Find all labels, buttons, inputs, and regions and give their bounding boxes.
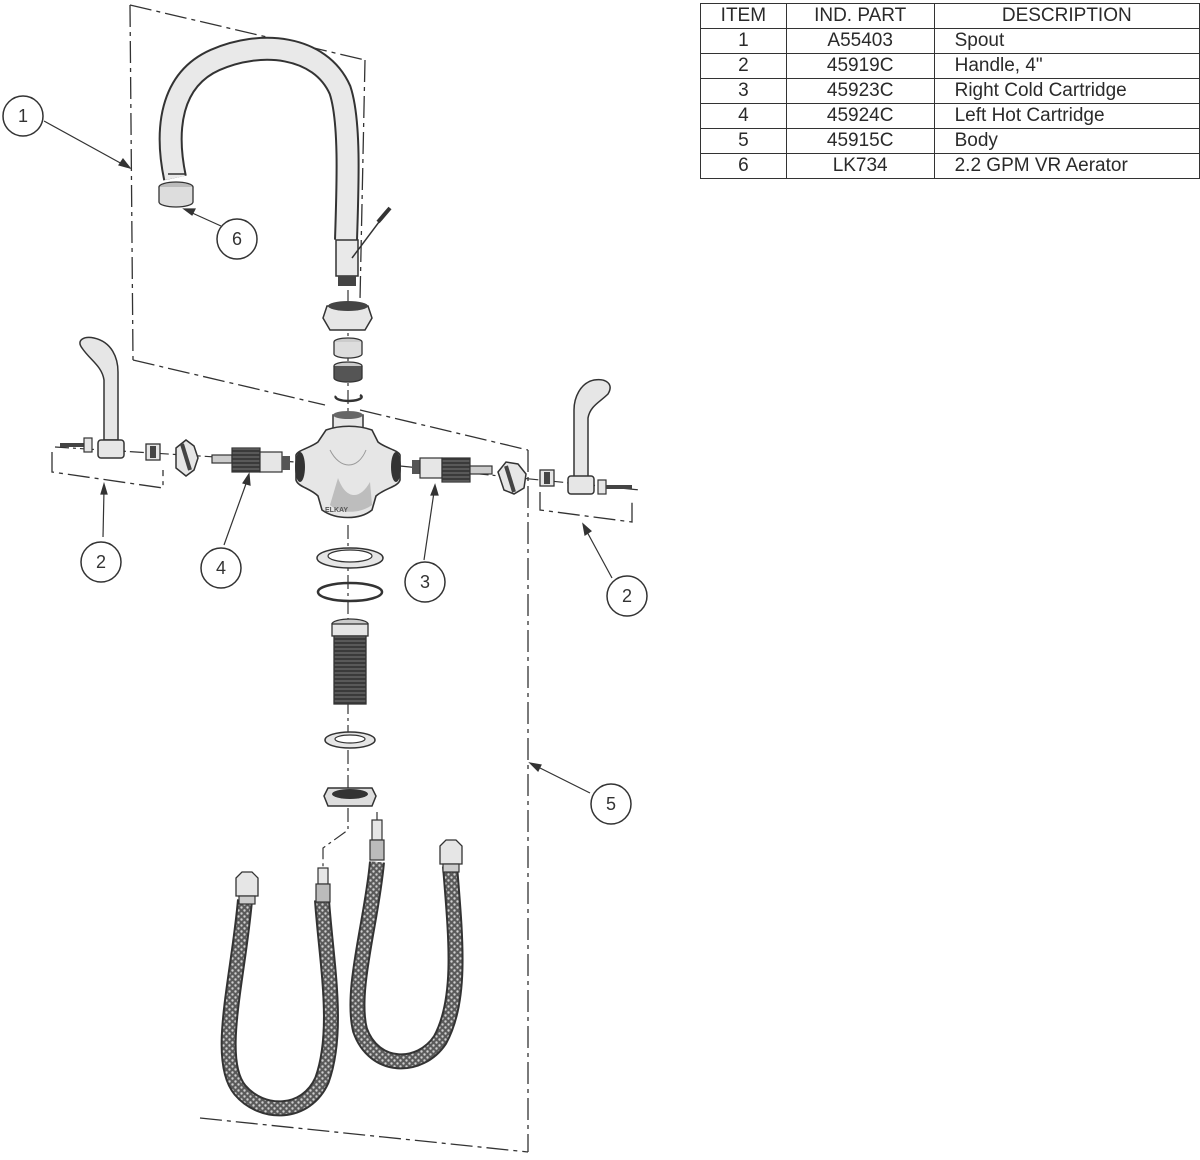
cell-item: 2 bbox=[700, 53, 787, 79]
cell-part: 45923C bbox=[785, 78, 935, 104]
cell-item: 4 bbox=[700, 103, 787, 129]
mounting-nut bbox=[323, 787, 377, 807]
leader-lines bbox=[43, 120, 613, 794]
threaded-shank bbox=[331, 618, 369, 705]
callout-number: 2 bbox=[96, 552, 106, 572]
callout-handle-right: 2 bbox=[606, 575, 648, 617]
cell-part: 45919C bbox=[785, 53, 935, 79]
parts-table-header: ITEM IND. PART DESCRIPTION bbox=[700, 3, 1200, 29]
left-handle-screw bbox=[60, 437, 93, 453]
callout-number: 3 bbox=[420, 572, 430, 592]
cell-item: 5 bbox=[700, 128, 787, 154]
body-logo: ELKAY bbox=[325, 507, 348, 514]
supply-hose-left bbox=[220, 867, 339, 1117]
gasket-ring-upper bbox=[316, 547, 384, 569]
cell-item: 1 bbox=[700, 28, 787, 54]
cell-part: 45924C bbox=[785, 103, 935, 129]
cell-part: 45915C bbox=[785, 128, 935, 154]
callout-hot-cartridge: 4 bbox=[200, 547, 242, 589]
right-handle-screw bbox=[597, 479, 632, 495]
left-bonnet bbox=[175, 439, 199, 477]
callout-spout: 1 bbox=[2, 95, 44, 137]
callout-body: 5 bbox=[590, 783, 632, 825]
aerator bbox=[158, 181, 194, 208]
header-item: ITEM bbox=[700, 3, 787, 29]
table-row: 3 45923C Right Cold Cartridge bbox=[700, 78, 1200, 104]
body-boundary-lines bbox=[199, 409, 529, 1153]
callout-cold-cartridge: 3 bbox=[404, 561, 446, 603]
table-row: 2 45919C Handle, 4" bbox=[700, 53, 1200, 79]
spout-set-screw bbox=[351, 206, 392, 259]
right-handle-bracket bbox=[539, 492, 633, 523]
retaining-clip bbox=[334, 393, 363, 403]
cell-part: A55403 bbox=[785, 28, 935, 54]
table-row: 6 LK734 2.2 GPM VR Aerator bbox=[700, 153, 1200, 179]
header-description: DESCRIPTION bbox=[933, 3, 1200, 29]
table-row: 1 A55403 Spout bbox=[700, 28, 1200, 54]
parts-table: ITEM IND. PART DESCRIPTION 1 A55403 Spou… bbox=[700, 3, 1200, 179]
hot-cartridge bbox=[211, 447, 290, 473]
callout-number: 6 bbox=[232, 229, 242, 249]
spout-boundary-lines bbox=[129, 4, 366, 406]
cell-description: Right Cold Cartridge bbox=[933, 78, 1200, 104]
right-handle bbox=[567, 378, 611, 495]
washer bbox=[324, 731, 376, 749]
spout-nut bbox=[322, 301, 373, 331]
cell-part: LK734 bbox=[785, 153, 935, 179]
header-part: IND. PART bbox=[785, 3, 935, 29]
spout bbox=[158, 36, 360, 286]
faucet-body: ELKAY bbox=[295, 411, 401, 519]
table-row: 4 45924C Left Hot Cartridge bbox=[700, 103, 1200, 129]
cell-item: 3 bbox=[700, 78, 787, 104]
cell-description: 2.2 GPM VR Aerator bbox=[933, 153, 1200, 179]
table-row: 5 45915C Body bbox=[700, 128, 1200, 154]
spout-o-ring-pack bbox=[333, 361, 363, 383]
left-handle-bracket bbox=[51, 452, 164, 489]
right-handle-adapter bbox=[539, 469, 555, 487]
callout-aerator: 6 bbox=[216, 218, 258, 260]
cell-description: Handle, 4" bbox=[933, 53, 1200, 79]
cell-description: Spout bbox=[933, 28, 1200, 54]
spout-bushing bbox=[333, 337, 363, 359]
callout-number: 5 bbox=[606, 794, 616, 814]
cell-description: Left Hot Cartridge bbox=[933, 103, 1200, 129]
callout-number: 1 bbox=[18, 106, 28, 126]
callout-handle-left: 2 bbox=[80, 541, 122, 583]
callout-number: 2 bbox=[622, 586, 632, 606]
supply-hose-right bbox=[349, 819, 464, 1070]
left-handle-adapter bbox=[145, 443, 161, 461]
o-ring bbox=[316, 581, 384, 603]
callout-number: 4 bbox=[216, 558, 226, 578]
cold-cartridge bbox=[412, 457, 493, 483]
right-bonnet bbox=[497, 461, 527, 495]
cell-item: 6 bbox=[700, 153, 787, 179]
left-handle bbox=[79, 336, 125, 459]
cell-description: Body bbox=[933, 128, 1200, 154]
